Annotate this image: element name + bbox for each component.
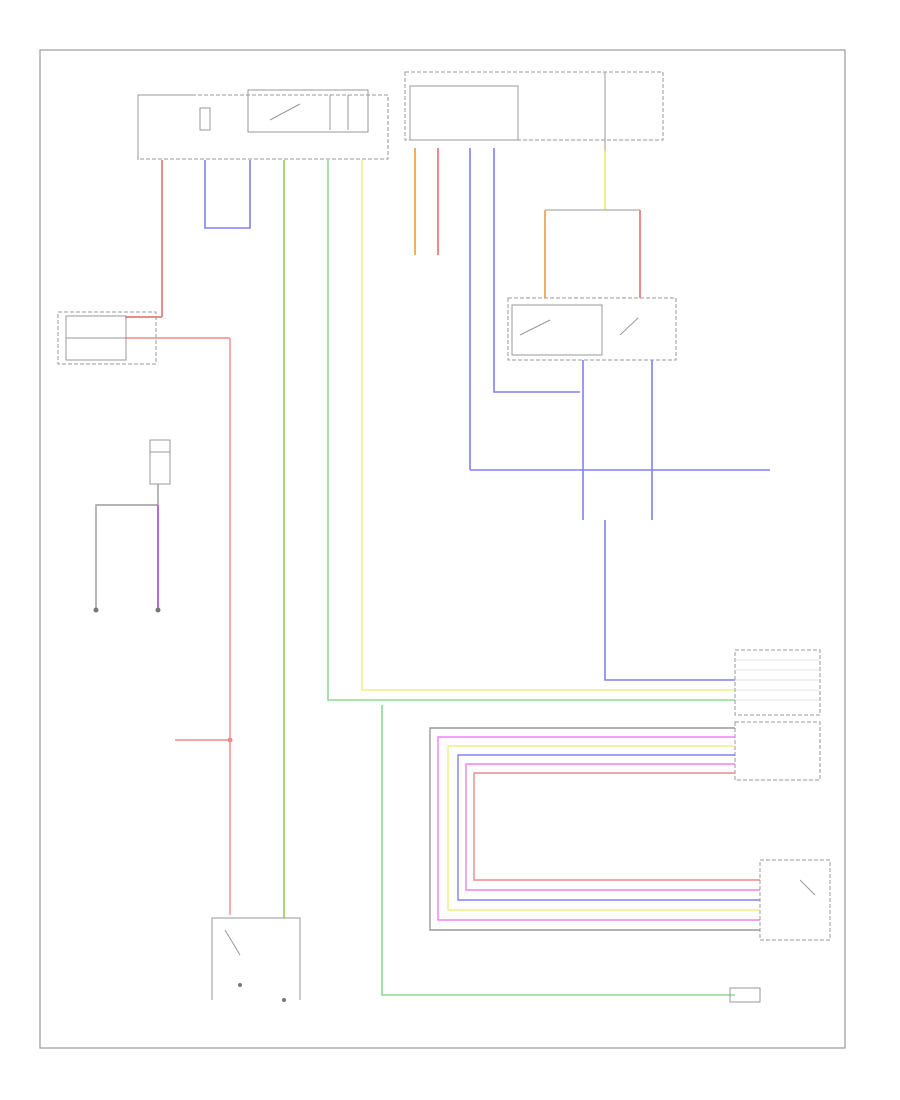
fuse-box	[57, 311, 157, 365]
ignition-relay	[507, 72, 677, 361]
sensor-bundle	[429, 727, 760, 931]
wire-red-main	[125, 160, 231, 915]
fuse-connector	[404, 71, 664, 141]
starter-motor	[211, 917, 301, 1002]
battery-junction-box	[137, 89, 389, 160]
wire-blue-2	[493, 148, 580, 393]
diagram-frame	[39, 49, 846, 1049]
splice-red	[227, 737, 233, 743]
battery-symbol	[93, 439, 171, 613]
wire-blue-jumper	[204, 160, 251, 229]
ground-connector	[729, 987, 761, 1003]
wire-green-pcm	[327, 160, 735, 701]
pcm-module	[734, 649, 821, 781]
wire-green-ground	[381, 705, 735, 996]
wire-yellow-pcm	[361, 160, 735, 691]
transmission-range-sensor	[759, 859, 831, 941]
wire-blue-pcm	[604, 520, 735, 681]
